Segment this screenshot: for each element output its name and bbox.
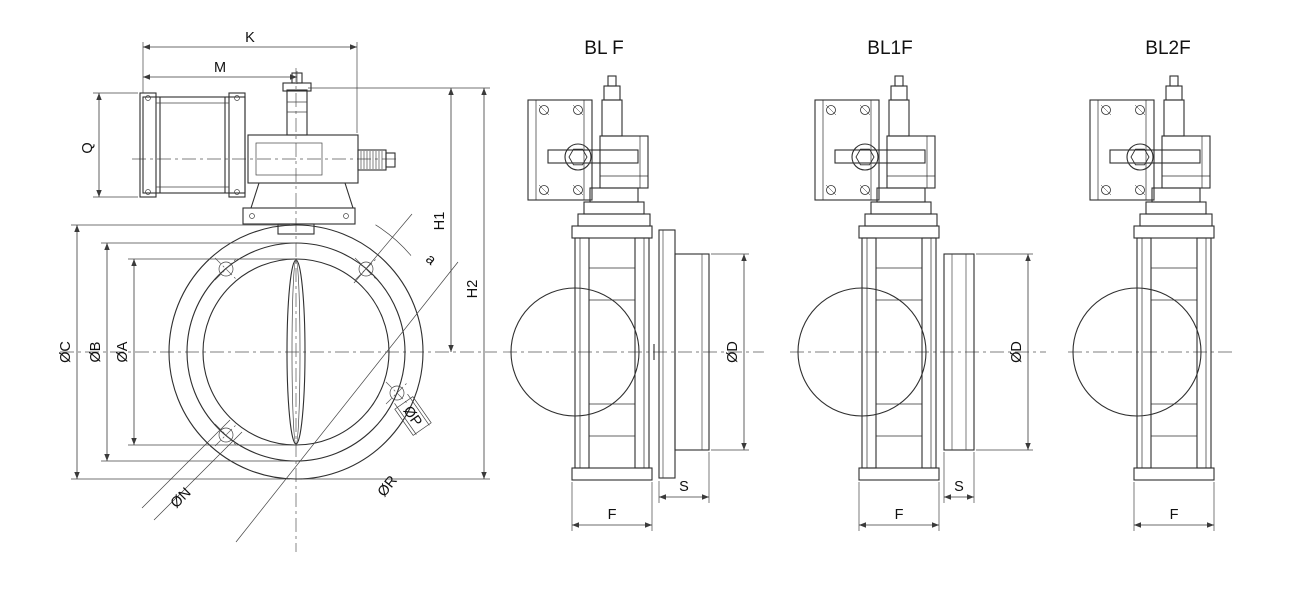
dim-label-f: F xyxy=(895,507,904,523)
dim-label-dia-d: ØD xyxy=(1009,341,1025,363)
dim-label-dia-a: ØA xyxy=(115,341,131,362)
mounting-bracket xyxy=(242,182,356,235)
threaded-end-hatch xyxy=(360,151,383,169)
side-view-body xyxy=(797,75,940,481)
dim-label-m: M xyxy=(214,60,226,76)
bl1f-dimensions: ØD S F xyxy=(858,253,1033,531)
dim-label-h1: H1 xyxy=(432,212,448,231)
bolt-hole xyxy=(214,257,238,281)
dim-label-dia-n: ØN xyxy=(168,485,195,512)
side-view-body xyxy=(1072,75,1215,481)
dim-label-dia-c: ØC xyxy=(58,341,74,363)
disc-edge xyxy=(286,259,306,445)
dim-label-s: S xyxy=(679,479,689,495)
side-view-bl1f: BL1F ØD S F xyxy=(790,38,1046,531)
side-view-blf: BL F ØD S F xyxy=(503,38,764,531)
dim-label-f: F xyxy=(608,507,617,523)
dim-label-angle-a: a xyxy=(422,251,439,269)
dim-label-f: F xyxy=(1170,507,1179,523)
dim-label-s: S xyxy=(954,479,964,495)
blf-dimensions: ØD S F xyxy=(571,253,749,531)
bl2f-dimensions: F xyxy=(1133,482,1215,531)
blf-flange xyxy=(653,229,710,479)
pneumatic-cylinder xyxy=(139,92,246,198)
view-title-blf: BL F xyxy=(584,38,623,59)
dim-label-dia-d: ØD xyxy=(725,341,741,363)
bolt-hole xyxy=(385,381,409,405)
actuator-gearbox xyxy=(247,72,396,184)
front-view: ØP K M Q ØC ØB ØA H1 H2 ØN ØR a xyxy=(58,30,497,552)
view-title-bl2f: BL2F xyxy=(1145,38,1190,59)
bl1f-flange xyxy=(943,253,975,451)
bolt-hole xyxy=(214,423,238,447)
front-dimensions: ØP K M Q ØC ØB ØA H1 H2 ØN ØR a xyxy=(58,30,490,543)
dim-label-k: K xyxy=(245,30,255,46)
front-centerlines xyxy=(60,68,497,552)
dim-label-dia-b: ØB xyxy=(88,342,104,363)
bolt-hole xyxy=(354,257,378,281)
dim-label-h2: H2 xyxy=(465,280,481,299)
dim-label-dia-p: ØP xyxy=(400,403,425,429)
dim-label-q: Q xyxy=(80,142,96,153)
side-view-bl2f: BL2F F xyxy=(1068,38,1232,531)
dim-label-dia-r: ØR xyxy=(375,473,401,500)
side-view-body xyxy=(510,75,653,481)
view-title-bl1f: BL1F xyxy=(867,38,912,59)
